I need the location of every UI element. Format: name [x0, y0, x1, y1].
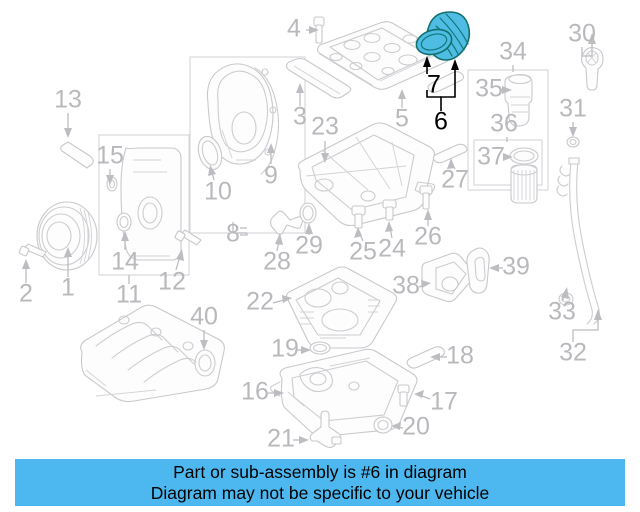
callout-label-15: 15 — [96, 142, 124, 170]
part-timing-cover — [206, 63, 280, 175]
callout-label-33: 33 — [548, 298, 576, 326]
part-pulley-bolt — [18, 243, 47, 258]
callout-label-13: 13 — [54, 86, 82, 114]
callout-label-8: 8 — [226, 220, 240, 248]
callout-label-24: 24 — [378, 235, 406, 263]
banner-line-2: Diagram may not be specific to your vehi… — [150, 482, 490, 503]
callout-label-23: 23 — [311, 113, 339, 141]
callout-label-37: 37 — [477, 143, 505, 171]
callout-label-16: 16 — [241, 378, 269, 406]
callout-label-27: 27 — [441, 166, 469, 194]
callout-label-26: 26 — [414, 223, 442, 251]
part-valve-cover-gasket — [285, 57, 352, 99]
callout-label-34: 34 — [499, 38, 527, 66]
group-box-11 — [98, 134, 190, 276]
part-filter-element-36 — [510, 164, 538, 204]
callout-label-7: 7 — [427, 71, 441, 99]
part-upper-oil-pan — [297, 122, 436, 227]
callout-label-6: 6 — [434, 108, 448, 136]
part-washer-20 — [373, 416, 393, 434]
part-bolt-12 — [174, 229, 202, 246]
callout-label-19: 19 — [271, 335, 299, 363]
part-sensor-28 — [269, 210, 304, 235]
part-valve-cover — [316, 21, 450, 90]
part-seal-13 — [60, 141, 94, 169]
callout-label-4: 4 — [287, 15, 301, 43]
part-oil-baffle — [286, 266, 398, 349]
callout-label-38: 38 — [392, 272, 420, 300]
callout-label-30: 30 — [568, 20, 596, 48]
callout-label-3: 3 — [293, 103, 307, 131]
leader-8 — [240, 233, 248, 236]
callout-label-36: 36 — [490, 110, 518, 138]
leader-6-branch — [426, 90, 441, 98]
callout-label-9: 9 — [264, 162, 278, 190]
callout-label-32: 32 — [559, 339, 587, 367]
part-lower-oil-pan — [269, 348, 418, 437]
callout-label-22: 22 — [246, 288, 274, 316]
callout-label-20: 20 — [402, 413, 430, 441]
leader-17 — [421, 395, 431, 400]
part-oring-19 — [309, 341, 331, 355]
part-bolt-25 — [351, 205, 366, 229]
part-oring-31 — [566, 136, 580, 148]
callout-label-29: 29 — [295, 232, 323, 260]
callout-label-17: 17 — [430, 388, 458, 416]
banner-line-1: Part or sub-assembly is #6 in diagram — [173, 461, 467, 482]
callout-label-11: 11 — [116, 281, 142, 309]
info-banner: Part or sub-assembly is #6 in diagram Di… — [15, 459, 625, 506]
callout-label-2: 2 — [19, 280, 33, 308]
part-crankshaft-pulley — [36, 201, 98, 271]
callout-label-14: 14 — [111, 248, 139, 276]
part-intake-manifold — [80, 304, 225, 403]
part-gasket-39 — [466, 247, 490, 294]
leader-22 — [272, 299, 285, 304]
part-oring-29 — [299, 202, 317, 224]
leader-30 — [581, 40, 593, 57]
callout-label-39: 39 — [502, 253, 530, 281]
callout-label-18: 18 — [446, 342, 474, 370]
callout-label-31: 31 — [559, 95, 587, 123]
part-27 — [432, 143, 468, 164]
part-filler-cap-seal-7-highlighted — [415, 28, 453, 56]
callout-label-5: 5 — [395, 105, 409, 133]
callout-label-12: 12 — [158, 268, 186, 296]
group-box-34 — [467, 69, 549, 191]
part-filter-oring-37 — [509, 147, 539, 165]
part-drain-plug-17 — [397, 384, 410, 407]
leader-6 — [440, 68, 456, 111]
leader-32 — [572, 316, 599, 342]
callout-label-40: 40 — [190, 303, 218, 331]
part-bolt-24 — [382, 199, 397, 221]
part-crank-seal-10 — [197, 135, 223, 171]
callout-label-21: 21 — [267, 425, 295, 453]
callout-label-1: 1 — [61, 274, 75, 302]
callout-label-35: 35 — [475, 75, 503, 103]
part-oil-cooler-38 — [421, 252, 475, 303]
callout-label-10: 10 — [204, 178, 232, 206]
part-sensor-21 — [309, 410, 342, 449]
part-bolt-26 — [419, 185, 433, 210]
callout-label-28: 28 — [263, 248, 291, 276]
callout-label-25: 25 — [349, 238, 377, 266]
group-box-36 — [473, 139, 543, 186]
